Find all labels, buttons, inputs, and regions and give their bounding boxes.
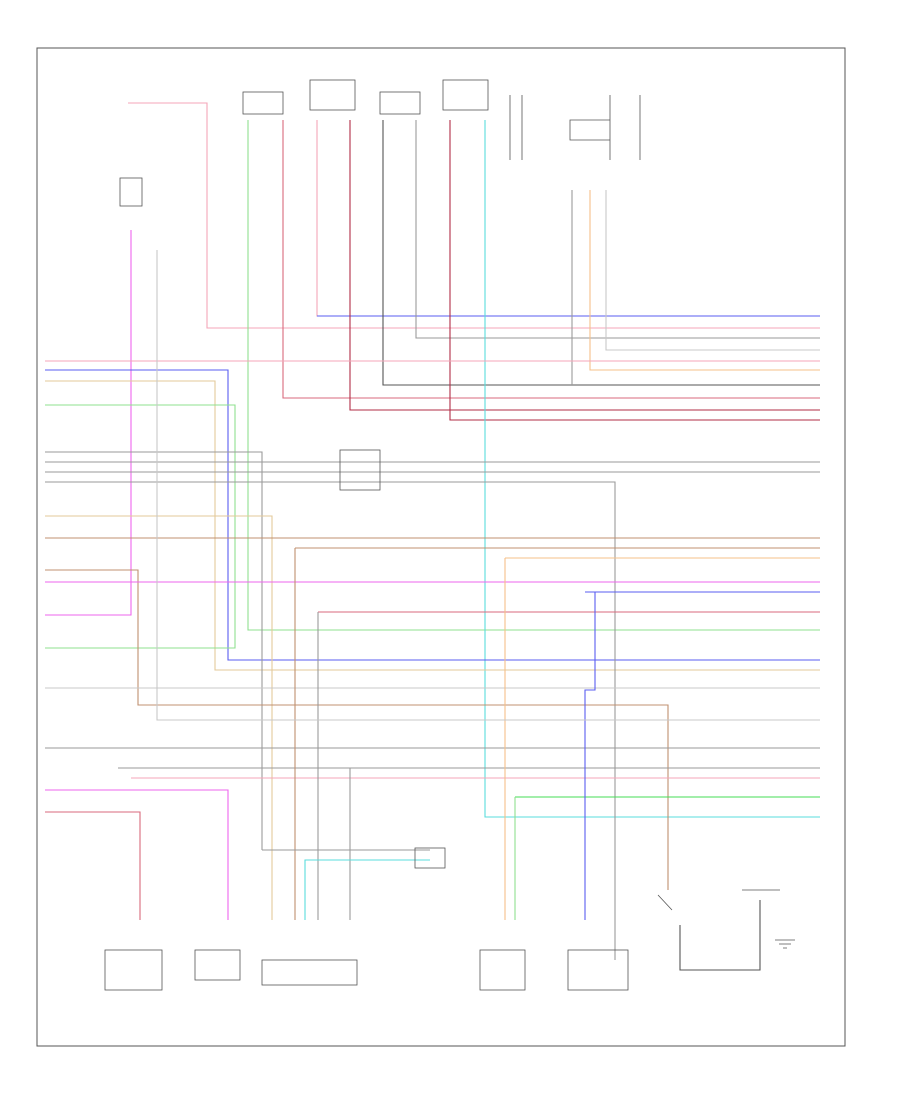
wire-red-1 [282,120,820,399]
wire-magenta-row-2 [45,789,229,920]
component-box-2 [194,949,241,981]
splice-box-2 [414,847,446,869]
wire-green-row [45,404,236,649]
splice-box-1 [339,449,381,491]
wire-red-4 [449,120,820,421]
sensor-left-connector [119,177,143,207]
wire-cyan-bottom [304,859,430,920]
component-box-3 [261,959,358,986]
wire-red-row-3 [45,811,141,920]
wire-gray-1 [382,120,820,386]
wire-green-1 [247,120,820,631]
connector-box-2 [309,79,356,111]
wire-pink-left-connector [128,102,820,329]
component-box-5 [567,949,629,991]
bottom-components [104,449,795,991]
wire-gray-row-1 [45,451,263,850]
wire-orange-1 [589,190,820,371]
wire-gray-2 [415,120,820,339]
wire-gray-4 [605,190,820,351]
sensor-right-group [509,95,641,160]
wires [45,102,820,971]
wire-gray-row-4 [45,481,616,960]
wire-pink-down [45,230,132,616]
connector-box-1 [242,91,284,115]
wire-ground [679,900,761,971]
wire-tan-row-2 [45,515,273,920]
wire-gray-left-down [156,250,820,721]
connector-box-3 [379,91,421,115]
component-box-4 [479,949,526,991]
switch-symbol [657,889,780,911]
component-box-1 [104,949,163,991]
wire-red-2 [316,120,820,317]
wire-blue-down [584,592,596,920]
wire-red-3 [349,120,820,411]
diagram-frame [36,47,846,1047]
wire-brown-row-3 [45,569,669,890]
wire-tan-row [45,380,820,671]
ground-symbol [775,939,795,949]
top-connectors [119,79,641,207]
wire-blue-row [45,369,820,661]
connector-box-4 [442,79,489,111]
wire-cyan [484,120,820,818]
